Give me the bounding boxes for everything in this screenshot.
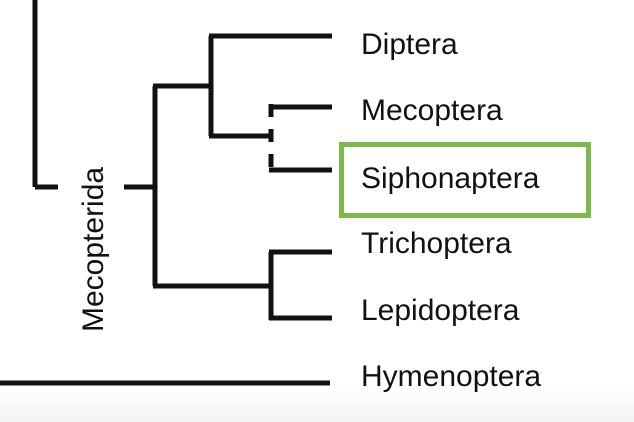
taxon-hymenoptera: Hymenoptera xyxy=(361,360,542,393)
siphonaptera-highlight-box xyxy=(339,142,591,218)
taxon-lepidoptera: Lepidoptera xyxy=(361,294,520,327)
taxon-diptera: Diptera xyxy=(361,28,458,61)
taxon-siphonaptera: Siphonaptera xyxy=(361,162,540,195)
mecopterida-label: Mecopterida xyxy=(77,166,110,332)
taxon-trichoptera: Trichoptera xyxy=(361,227,512,260)
taxon-mecoptera: Mecoptera xyxy=(361,94,503,127)
